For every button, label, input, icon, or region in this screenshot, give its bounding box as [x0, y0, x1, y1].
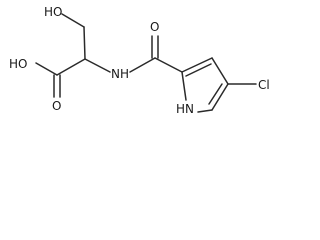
bond-calpha-carboxyl — [56, 58, 86, 76]
bond-calpha-nh — [84, 58, 111, 73]
label-amide-oxygen: O — [150, 20, 159, 34]
bond-ch2-calpha — [83, 26, 86, 60]
bond-c2-c3-inner — [185, 63, 212, 77]
bond-hydroxyl-ch2 — [61, 13, 85, 28]
structure-canvas: HO HO O NH O HN Cl — [9, 5, 270, 116]
bond-nh-carbonyl — [129, 57, 156, 73]
atom-labels: HO HO O NH O HN Cl — [9, 5, 270, 116]
bond-c3-c4 — [211, 57, 229, 85]
label-pyrrole-nitrogen: HN — [176, 102, 194, 116]
bond-carboxyl-oh — [35, 62, 58, 76]
bond-c4-c5-inner — [208, 83, 223, 105]
label-chlorine: Cl — [258, 78, 270, 92]
bond-c2-c3 — [181, 57, 213, 73]
bond-c4-c5 — [211, 83, 229, 111]
bond-carbonyl-c2 — [154, 57, 183, 73]
label-hydroxyl: HO — [44, 5, 62, 19]
bonds — [35, 13, 257, 113]
bond-n-c2 — [181, 71, 187, 101]
label-amide-nitrogen: NH — [111, 67, 129, 81]
bond-c5-n — [197, 109, 213, 113]
label-acid-hydroxyl: HO — [9, 57, 27, 71]
label-acid-oxygen: O — [52, 99, 61, 113]
molecule-drawing: HO HO O NH O HN Cl — [9, 5, 270, 116]
